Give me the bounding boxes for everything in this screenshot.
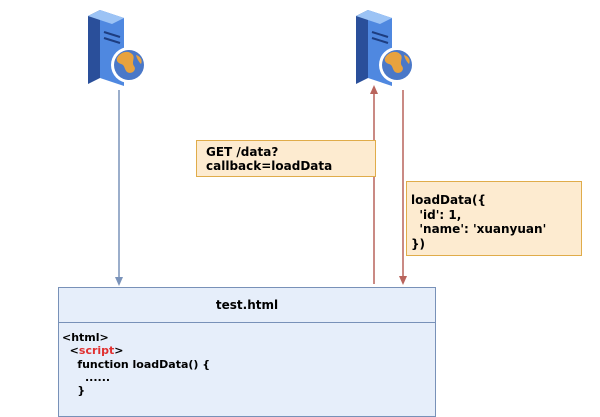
globe-icon: [111, 47, 147, 83]
code-line: <script>: [62, 344, 435, 357]
code-bracket: <: [69, 344, 79, 358]
page-box: test.html <html> <script> function loadD…: [58, 287, 436, 417]
request-note-text: GET /data?callback=loadData: [206, 144, 333, 173]
request-note: GET /data?callback=loadData: [196, 140, 376, 177]
left-server-icon: [88, 10, 147, 86]
page-title: test.html: [59, 288, 435, 323]
response-line: loadData({: [411, 193, 486, 207]
code-block: <html> <script> function loadData() { ..…: [59, 323, 435, 397]
arrow-request-up: [370, 85, 378, 284]
right-server-icon: [356, 10, 415, 86]
code-bracket: >: [114, 344, 124, 358]
server-icon: [356, 10, 392, 86]
code-line: ......: [62, 370, 111, 384]
code-line: }: [62, 384, 86, 398]
response-line: }): [411, 236, 426, 251]
arrows-layer: [115, 85, 407, 286]
code-line: <html>: [62, 331, 109, 344]
response-note: loadData({ 'id': 1, 'name': 'xuanyuan' }…: [406, 181, 582, 256]
arrow-left-down: [115, 90, 123, 286]
response-line: 'id': 1,: [411, 207, 462, 222]
script-tag: script: [78, 344, 115, 358]
globe-icon: [379, 47, 415, 83]
page-title-text: test.html: [215, 298, 279, 312]
arrow-response-down: [399, 90, 407, 285]
code-line: function loadData() {: [62, 357, 211, 371]
response-line: 'name': 'xuanyuan': [411, 222, 547, 236]
